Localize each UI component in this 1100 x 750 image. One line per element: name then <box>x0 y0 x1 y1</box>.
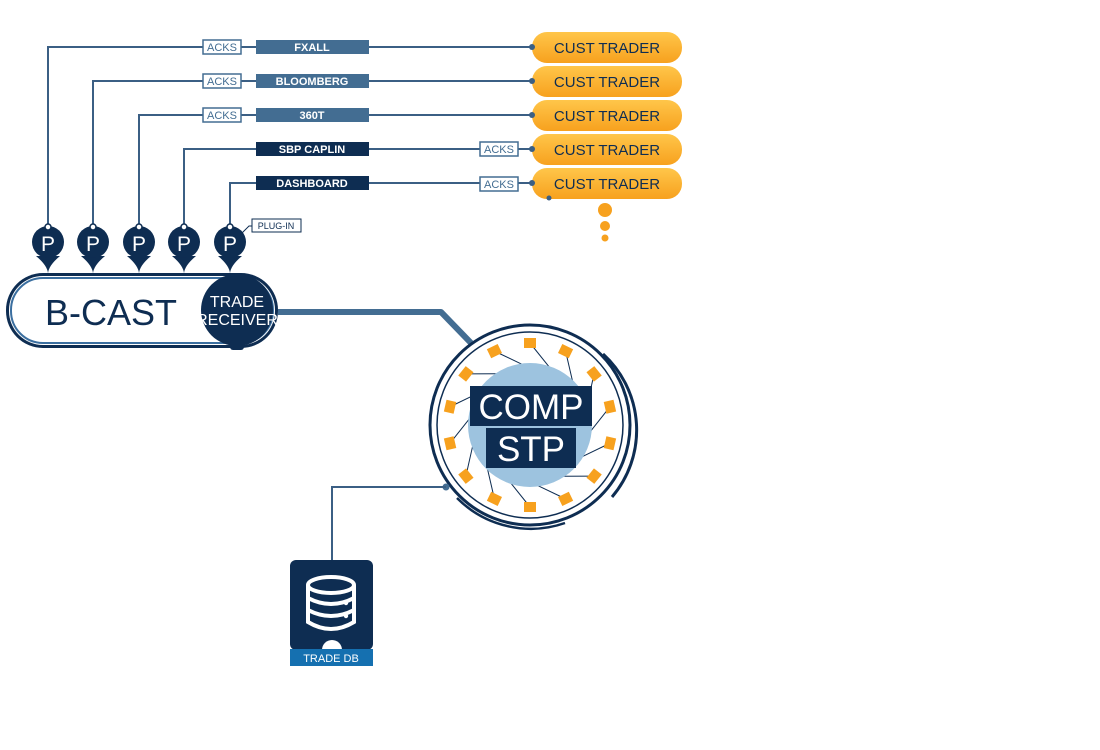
plugin-label: P <box>223 233 237 256</box>
acks-label: ACKS <box>207 110 237 122</box>
bcast-title: B-CAST <box>45 292 177 333</box>
acks-box <box>479 141 519 157</box>
bcast-to-compstp-connector <box>278 309 474 346</box>
trader-pill: CUST TRADER <box>529 32 682 63</box>
acks-box <box>202 73 242 89</box>
bcast-block: B-CAST TRADE RECEIVER <box>6 273 278 350</box>
connector-line <box>183 148 530 228</box>
channel-box <box>256 40 369 54</box>
plugin-node: P <box>32 223 64 274</box>
continuation-dots <box>598 203 612 242</box>
channel-box <box>256 142 369 156</box>
processor-tile <box>443 436 457 451</box>
trade-db-node: TRADE DB <box>290 560 373 666</box>
channel-row-360t: ACKS 360T <box>138 107 530 228</box>
trader-pill: CUST TRADER <box>529 100 682 131</box>
plugin-callout-box <box>251 218 302 233</box>
acks-label: ACKS <box>207 42 237 54</box>
trader-label: CUST TRADER <box>554 74 660 91</box>
channel-label: DASHBOARD <box>276 178 348 190</box>
comp-label-box <box>470 386 592 426</box>
trade-receiver-label-2: RECEIVER <box>196 312 278 329</box>
trader-pill: CUST TRADER <box>529 66 682 97</box>
acks-label: ACKS <box>207 76 237 88</box>
trader-pill: CUST TRADER <box>529 168 682 201</box>
channel-row-fxall: ACKS FXALL <box>47 39 530 228</box>
connector-line <box>229 182 530 228</box>
plugin-label: P <box>132 233 146 256</box>
compstp-to-db-connector <box>331 486 446 563</box>
comp-label: COMP <box>479 388 584 427</box>
connector-line <box>47 46 530 228</box>
acks-box <box>202 107 242 123</box>
processor-tile <box>458 366 474 382</box>
processor-tile <box>586 468 602 484</box>
channel-label: SBP CAPLIN <box>279 144 345 156</box>
trade-receiver-label-1: TRADE <box>210 294 264 311</box>
trade-db-label: TRADE DB <box>303 653 359 665</box>
acks-box <box>202 39 242 55</box>
trader-label: CUST TRADER <box>554 40 660 57</box>
trader-label: CUST TRADER <box>554 176 660 193</box>
processor-tile <box>486 344 502 359</box>
trader-pill: CUST TRADER <box>529 134 682 165</box>
trade-db-label-bar <box>290 649 373 666</box>
plugin-label: P <box>41 233 55 256</box>
plugin-label: P <box>86 233 100 256</box>
stp-label: STP <box>497 430 565 469</box>
channel-row-dashboard: DASHBOARD ACKS <box>229 176 530 228</box>
comp-stp-outer-ring <box>428 323 632 527</box>
plugin-node: P <box>77 223 109 274</box>
plugin-row: P P P P P PLUG-IN <box>32 218 302 274</box>
connector-line <box>138 114 530 228</box>
plugin-node: P <box>123 223 155 274</box>
plugin-node: P <box>168 223 200 274</box>
trader-label: CUST TRADER <box>554 142 660 159</box>
processor-tile <box>524 502 536 512</box>
channel-label: FXALL <box>294 42 330 54</box>
plugin-callout-line <box>240 225 252 235</box>
processor-tile <box>603 399 617 414</box>
processor-tile <box>586 366 602 382</box>
channel-row-bloomberg: ACKS BLOOMBERG <box>92 73 530 228</box>
processor-tile <box>443 399 457 414</box>
plugin-callout-label: PLUG-IN <box>258 221 295 231</box>
trade-receiver-circle <box>201 274 273 346</box>
trader-column: CUST TRADER CUST TRADER CUST TRADER CUST… <box>529 32 682 242</box>
channel-label: BLOOMBERG <box>276 76 349 88</box>
connector-line <box>92 80 530 228</box>
acks-box <box>479 176 519 192</box>
acks-label: ACKS <box>484 179 514 191</box>
channel-row-sbp-caplin: SBP CAPLIN ACKS <box>183 141 530 228</box>
channel-box <box>256 108 369 122</box>
comp-stp-node: COMP STP <box>428 323 639 531</box>
processor-tile <box>458 468 474 484</box>
processor-tile <box>486 491 502 506</box>
trader-label: CUST TRADER <box>554 108 660 125</box>
processor-tile <box>558 491 574 506</box>
processor-tile <box>524 338 536 348</box>
channel-box <box>256 74 369 88</box>
processor-tile <box>558 344 574 359</box>
plugin-label: P <box>177 233 191 256</box>
channel-box <box>256 176 369 190</box>
acks-label: ACKS <box>484 144 514 156</box>
database-icon <box>306 575 356 631</box>
plugin-node: P <box>214 223 246 274</box>
stp-label-box <box>486 428 576 468</box>
processor-tile <box>603 436 617 451</box>
channel-label: 360T <box>299 110 324 122</box>
